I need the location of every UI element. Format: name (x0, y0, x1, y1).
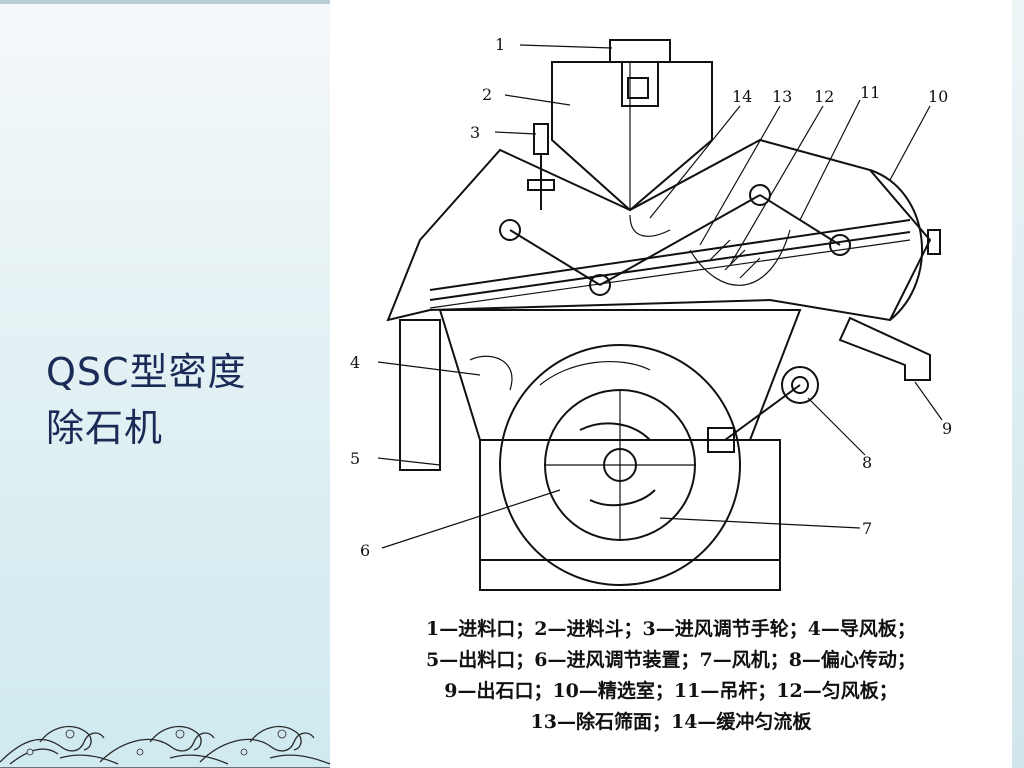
feed-inlet (609, 39, 671, 107)
stone-outlet (838, 316, 931, 381)
sieve-body (386, 138, 941, 322)
feed-hopper (551, 61, 713, 212)
eccentric-drive (707, 366, 819, 453)
part-label-8: 8 (862, 453, 872, 472)
part-label-11: 11 (860, 83, 880, 102)
part-label-1: 1 (495, 35, 505, 54)
right-edge-strip (1012, 0, 1024, 768)
part-label-14: 14 (732, 87, 752, 106)
wave-decoration (0, 725, 330, 768)
part-label-7: 7 (862, 519, 872, 538)
part-label-2: 2 (482, 85, 492, 104)
legend-line-1: 1—进料口；2—进料斗；3—进风调节手轮；4—导风板； (426, 618, 916, 640)
part-label-10: 10 (928, 87, 948, 106)
legend-line-3: 9—出石口；10—精选室；11—吊杆；12—匀风板； (444, 680, 898, 702)
part-labels: 1 2 3 4 5 6 7 8 9 10 11 12 13 14 (350, 35, 952, 560)
part-label-3: 3 (470, 123, 480, 142)
title-line-2: 除石机 (46, 406, 164, 450)
lower-housing (399, 309, 802, 591)
part-label-12: 12 (814, 87, 834, 106)
fan-assembly (499, 344, 741, 586)
legend-line-2: 5—出料口；6—进风调节装置；7—风机；8—偏心传动； (426, 649, 916, 671)
slide-title: QSC型密度 除石机 (46, 344, 326, 456)
leader-lines (377, 44, 943, 549)
part-label-9: 9 (942, 419, 952, 438)
title-line-1: QSC型密度 (46, 350, 247, 394)
parts-legend: 1—进料口；2—进料斗；3—进风调节手轮；4—导风板； 5—出料口；6—进风调节… (330, 614, 1012, 738)
left-panel: QSC型密度 除石机 (0, 0, 330, 768)
air-adjust-handwheel (527, 123, 555, 210)
part-label-5: 5 (350, 449, 360, 468)
top-border (0, 0, 330, 4)
destoner-figure: 1 2 3 4 5 6 7 8 9 10 11 12 13 14 1—进料口；2… (330, 0, 1012, 768)
part-label-6: 6 (360, 541, 370, 560)
part-label-4: 4 (350, 353, 360, 372)
destoner-diagram: 1 2 3 4 5 6 7 8 9 10 11 12 13 14 (350, 35, 952, 591)
part-label-13: 13 (772, 87, 792, 106)
legend-line-4: 13—除石筛面；14—缓冲匀流板 (530, 711, 812, 733)
